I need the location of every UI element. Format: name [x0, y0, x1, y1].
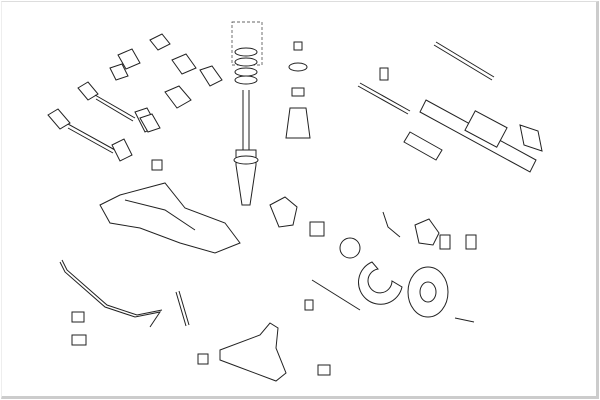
part-steering-rack[interactable]: [419, 99, 543, 173]
part-coil-spring[interactable]: [231, 21, 263, 85]
part-wheel-bearing[interactable]: [309, 221, 361, 259]
part-drive-shaft-lower[interactable]: [47, 108, 133, 162]
part-stabilizer-bushing[interactable]: [71, 311, 87, 346]
part-brake-disc[interactable]: [407, 266, 449, 318]
part-lower-control-arm[interactable]: [219, 322, 287, 382]
part-steering-knuckle[interactable]: [269, 196, 298, 228]
part-ball-joint[interactable]: [197, 299, 331, 376]
part-bushing[interactable]: [151, 159, 163, 171]
part-cv-boot-upper[interactable]: [109, 33, 171, 81]
part-cv-joint[interactable]: [139, 53, 223, 133]
part-stabilizer-bar[interactable]: [59, 259, 163, 328]
part-bolt[interactable]: [454, 317, 475, 323]
part-stabilizer-link[interactable]: [175, 279, 361, 327]
part-caliper[interactable]: [414, 218, 477, 250]
part-tie-rod-long[interactable]: [433, 41, 495, 81]
part-top-mount[interactable]: [285, 41, 311, 139]
part-subframe[interactable]: [99, 182, 241, 254]
part-strut[interactable]: [233, 90, 259, 206]
part-tie-rod-end[interactable]: [357, 67, 411, 115]
part-rack-boot[interactable]: [403, 131, 443, 161]
part-abs-sensor[interactable]: [382, 211, 401, 238]
part-dust-shield[interactable]: [358, 261, 403, 305]
